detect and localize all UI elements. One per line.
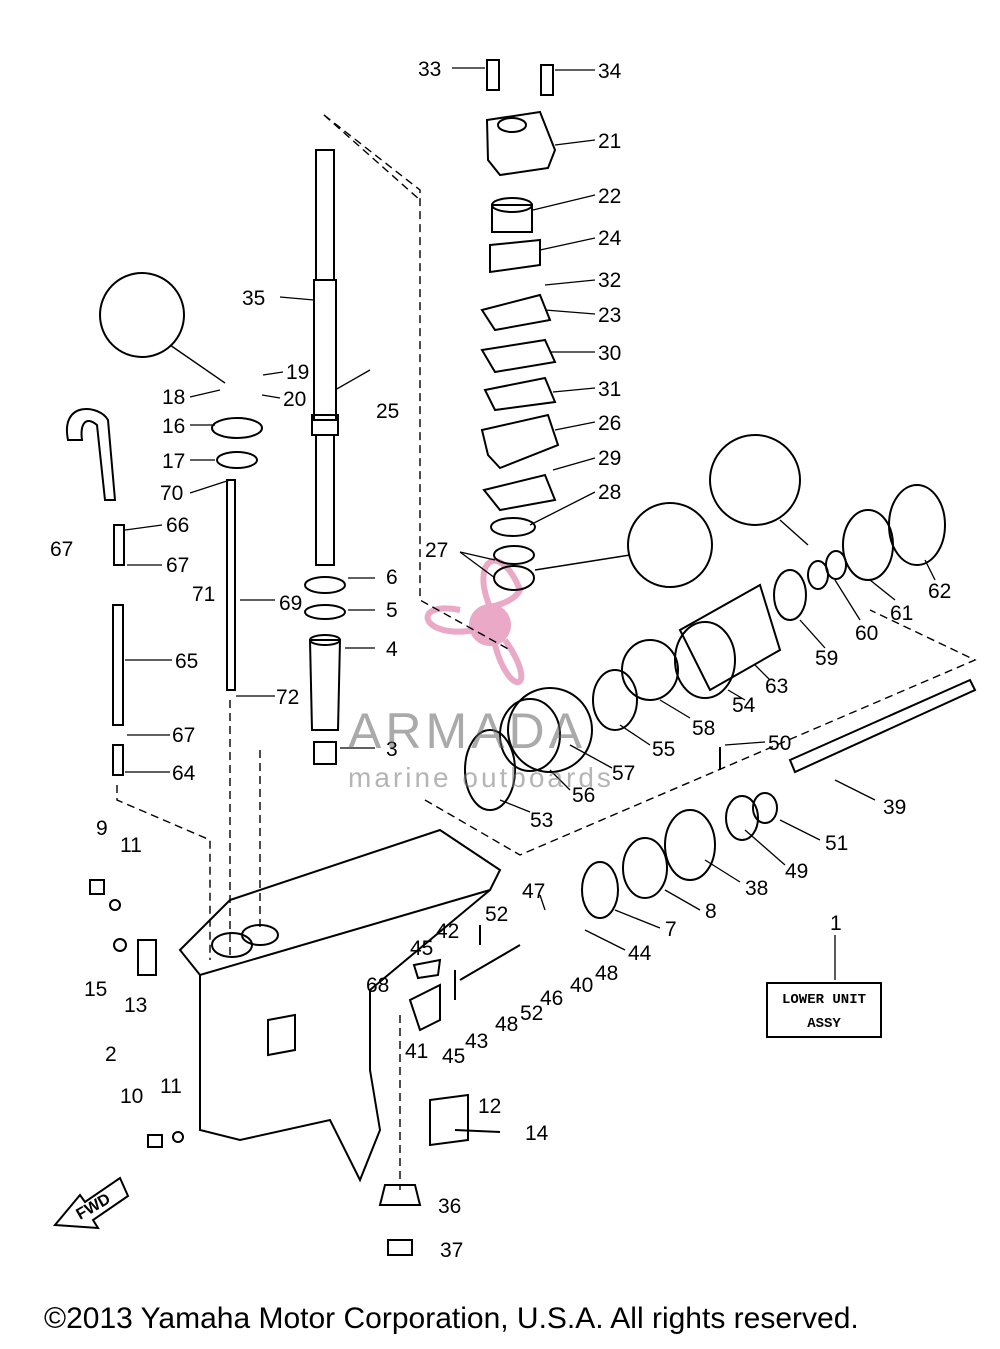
label-23: 23: [598, 304, 621, 327]
label-44: 44: [628, 942, 652, 965]
water-tube-and-shift-rod: [65, 408, 263, 776]
label-66: 66: [166, 514, 189, 537]
label-37: 37: [440, 1239, 463, 1262]
label-32: 32: [598, 269, 621, 292]
label-30: 30: [598, 342, 621, 365]
label-48-low: 48: [495, 1013, 518, 1036]
label-3: 3: [386, 738, 398, 761]
label-5: 5: [386, 599, 398, 622]
label-1: 1: [830, 912, 842, 935]
watermark-logo: [424, 557, 525, 686]
label-55: 55: [652, 738, 675, 761]
label-61: 61: [890, 602, 913, 625]
label-36: 36: [438, 1195, 461, 1218]
label-62: 62: [928, 580, 951, 603]
driveshaft: [311, 114, 421, 566]
label-20: 20: [283, 388, 306, 411]
fwd-arrow: FWD: [52, 1176, 130, 1230]
label-47: 47: [522, 880, 545, 903]
label-67-low: 67: [172, 724, 195, 747]
label-41: 41: [405, 1040, 428, 1063]
label-64: 64: [172, 762, 196, 785]
assy-line2: ASSY: [807, 1016, 841, 1032]
label-18: 18: [162, 386, 185, 409]
label-17: 17: [162, 450, 185, 473]
assy-line1: LOWER UNIT: [781, 992, 866, 1008]
label-4: 4: [386, 638, 398, 661]
label-59: 59: [815, 647, 838, 670]
label-31: 31: [598, 378, 621, 401]
label-67-mid: 67: [166, 554, 189, 577]
label-2: 2: [105, 1043, 117, 1066]
label-46: 46: [540, 987, 563, 1010]
label-15: 15: [84, 978, 107, 1001]
label-53: 53: [530, 809, 553, 832]
label-8: 8: [705, 900, 717, 923]
label-43: 43: [465, 1030, 488, 1053]
label-69: 69: [279, 592, 302, 615]
label-72: 72: [276, 686, 299, 709]
label-68: 68: [366, 974, 389, 997]
label-48-right: 48: [595, 962, 618, 985]
label-35: 35: [242, 287, 265, 310]
label-16: 16: [162, 415, 185, 438]
label-45-low: 45: [442, 1045, 465, 1068]
label-28: 28: [598, 481, 621, 504]
label-13: 13: [124, 994, 147, 1017]
label-49: 49: [785, 860, 808, 883]
label-19: 19: [286, 361, 309, 384]
label-12: 12: [478, 1095, 501, 1118]
label-25: 25: [376, 400, 399, 423]
copyright-notice: ©2013 Yamaha Motor Corporation, U.S.A. A…: [44, 1302, 859, 1335]
lower-unit-case: [178, 828, 502, 1183]
label-6: 6: [386, 566, 398, 589]
label-40: 40: [570, 974, 593, 997]
water-pump-assembly: [480, 59, 560, 591]
label-71: 71: [192, 583, 215, 606]
label-63: 63: [765, 675, 788, 698]
label-67-top: 67: [50, 538, 73, 561]
label-22: 22: [598, 185, 621, 208]
label-9: 9: [96, 817, 108, 840]
label-52-low: 52: [520, 1002, 543, 1025]
label-65: 65: [175, 650, 198, 673]
label-39: 39: [883, 796, 906, 819]
detail-insets: [99, 272, 809, 588]
label-7: 7: [665, 918, 677, 941]
label-60: 60: [855, 622, 878, 645]
label-24: 24: [598, 227, 622, 250]
driveshaft-bearing-stack: [304, 576, 346, 765]
label-27: 27: [425, 539, 448, 562]
label-54: 54: [732, 694, 756, 717]
leader-lines: [124, 67, 936, 980]
lower-fasteners: [89, 879, 501, 1256]
label-58: 58: [692, 717, 715, 740]
label-26: 26: [598, 412, 621, 435]
label-11-low: 11: [160, 1075, 182, 1098]
watermark-tagline: marine outboards: [348, 762, 614, 793]
label-29: 29: [598, 447, 621, 470]
label-34: 34: [598, 60, 622, 83]
label-42: 42: [436, 920, 459, 943]
label-70: 70: [160, 482, 183, 505]
label-21: 21: [598, 130, 621, 153]
label-45-top: 45: [410, 937, 433, 960]
label-11-top: 11: [120, 834, 142, 857]
shift-cam-parts: [408, 925, 521, 1032]
guide-lines: [116, 114, 977, 1190]
part-number-labels: 33 34 21 22 24 32 23 30 31 26 29 28 27 3…: [50, 58, 951, 1262]
label-38: 38: [745, 877, 768, 900]
label-10: 10: [120, 1085, 143, 1108]
propeller-shaft-gears: [464, 484, 977, 919]
label-51: 51: [825, 832, 848, 855]
lower-unit-assy-box: LOWER UNIT ASSY: [766, 982, 882, 1038]
label-56: 56: [572, 784, 595, 807]
label-52-top: 52: [485, 903, 508, 926]
label-33: 33: [418, 58, 441, 81]
label-50: 50: [768, 732, 791, 755]
label-57: 57: [612, 762, 635, 785]
watermark-brand: ARMADA: [348, 703, 586, 759]
label-14: 14: [525, 1122, 549, 1145]
